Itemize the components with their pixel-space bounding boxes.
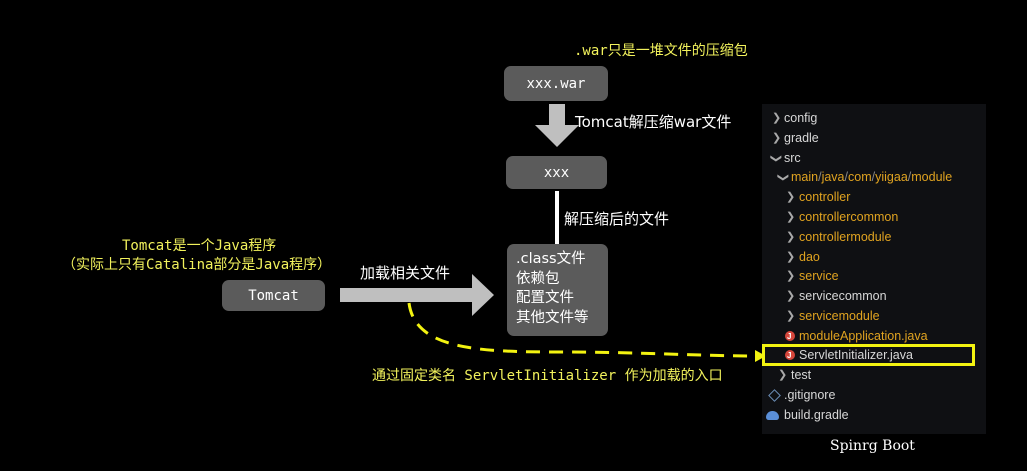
war-note: .war只是一堆文件的压缩包 <box>574 43 748 59</box>
content-line: 依赖包 <box>516 270 560 287</box>
chevron-right-icon: ❯ <box>786 251 796 263</box>
tree-item-controllercommon[interactable]: ❯ controllercommon <box>762 208 986 227</box>
path-segment: yiigaa <box>875 170 908 184</box>
content-line: .class文件 <box>516 251 586 267</box>
path-segment: main <box>791 170 819 184</box>
tree-item-label: controllercommon <box>799 210 899 224</box>
chevron-right-icon: ❯ <box>786 290 796 302</box>
chevron-right-icon: ❯ <box>786 231 796 243</box>
tree-item-gitignore[interactable]: .gitignore <box>762 386 986 405</box>
chevron-down-icon: ❯ <box>770 153 783 164</box>
path-separator: / <box>907 170 912 184</box>
tree-item-module-application[interactable]: moduleApplication.java <box>762 327 986 346</box>
tree-item-main-path[interactable]: ❯ main/java/com/yiigaa/module <box>762 168 986 187</box>
path-separator: / <box>871 170 876 184</box>
tree-item-label: moduleApplication.java <box>799 329 928 343</box>
tree-item-label: servicecommon <box>799 289 887 303</box>
content-box: .class文件 依赖包 配置文件 其他文件等 <box>507 244 608 336</box>
tree-item-test[interactable]: ❯ test <box>762 366 986 385</box>
content-line: 配置文件 <box>516 290 574 306</box>
tree-item-controller[interactable]: ❯ controller <box>762 188 986 207</box>
tree-item-service[interactable]: ❯ service <box>762 267 986 286</box>
tree-item-label: service <box>799 269 839 283</box>
chevron-right-icon: ❯ <box>786 270 796 282</box>
tree-item-label: controllermodule <box>799 230 892 244</box>
load-label: 加载相关文件 <box>360 264 451 282</box>
chevron-right-icon: ❯ <box>786 191 796 203</box>
tree-item-label: servicemodule <box>799 309 880 323</box>
git-file-icon <box>768 389 781 402</box>
tree-item-label: src <box>784 151 801 165</box>
chevron-right-icon: ❯ <box>772 112 782 124</box>
path-segment: java <box>821 170 845 184</box>
chevron-down-icon: ❯ <box>777 172 790 183</box>
unzip-arrow <box>535 104 579 147</box>
xxx-box: xxx <box>506 156 607 189</box>
tree-item-servicemodule[interactable]: ❯ servicemodule <box>762 307 986 326</box>
tomcat-box: Tomcat <box>222 280 325 311</box>
package-path: main/java/com/yiigaa/module <box>791 168 952 187</box>
entry-arrow-head <box>755 350 766 362</box>
chevron-right-icon: ❯ <box>786 211 796 223</box>
tree-item-label: dao <box>799 250 820 264</box>
tree-item-label: .gitignore <box>784 388 836 402</box>
tree-item-gradle[interactable]: ❯ gradle <box>762 129 986 148</box>
load-arrow <box>340 274 494 316</box>
path-segment: module <box>911 170 953 184</box>
java-file-icon <box>785 327 795 346</box>
tree-item-config[interactable]: ❯ config <box>762 109 986 128</box>
after-unzip-label: 解压缩后的文件 <box>564 210 670 228</box>
war-box: xxx.war <box>504 66 608 101</box>
tree-item-servlet-initializer[interactable]: ServletInitializer.java <box>762 346 986 365</box>
tree-item-label: config <box>784 111 818 125</box>
tree-item-controllermodule[interactable]: ❯ controllermodule <box>762 228 986 247</box>
servlet-initializer-highlight <box>762 344 975 366</box>
project-tree: ❯ config ❯ gradle ❯ src ❯ main/java/com/… <box>762 104 986 434</box>
chevron-right-icon: ❯ <box>778 369 788 381</box>
java-file-icon <box>785 346 795 365</box>
tree-item-label: gradle <box>784 131 819 145</box>
unzip-label: Tomcat解压缩war文件 <box>575 113 732 131</box>
entry-note: 通过固定类名 ServletInitializer 作为加载的入口 <box>372 368 723 384</box>
tree-item-label: test <box>791 368 812 382</box>
chevron-right-icon: ❯ <box>772 132 782 144</box>
tree-item-label: build.gradle <box>784 408 849 422</box>
tree-item-src[interactable]: ❯ src <box>762 149 986 168</box>
chevron-right-icon: ❯ <box>786 310 796 322</box>
tomcat-note-line1: Tomcat是一个Java程序 <box>122 238 277 254</box>
gradle-elephant-icon <box>766 411 779 420</box>
content-line: 其他文件等 <box>516 309 589 326</box>
tree-item-label: ServletInitializer.java <box>799 348 913 362</box>
entry-dashed-curve <box>407 302 756 358</box>
tree-item-build-gradle[interactable]: build.gradle <box>762 406 986 425</box>
path-separator: / <box>818 170 822 184</box>
path-segment: com <box>848 170 872 184</box>
tomcat-note-line2: （实际上只有Catalina部分是Java程序） <box>62 257 332 273</box>
spring-boot-caption: Spinrg Boot <box>830 438 915 454</box>
tree-item-dao[interactable]: ❯ dao <box>762 248 986 267</box>
after-unzip-connector <box>555 191 559 245</box>
tree-item-label: controller <box>799 190 851 204</box>
tree-item-servicecommon[interactable]: ❯ servicecommon <box>762 287 986 306</box>
path-separator: / <box>844 170 848 184</box>
